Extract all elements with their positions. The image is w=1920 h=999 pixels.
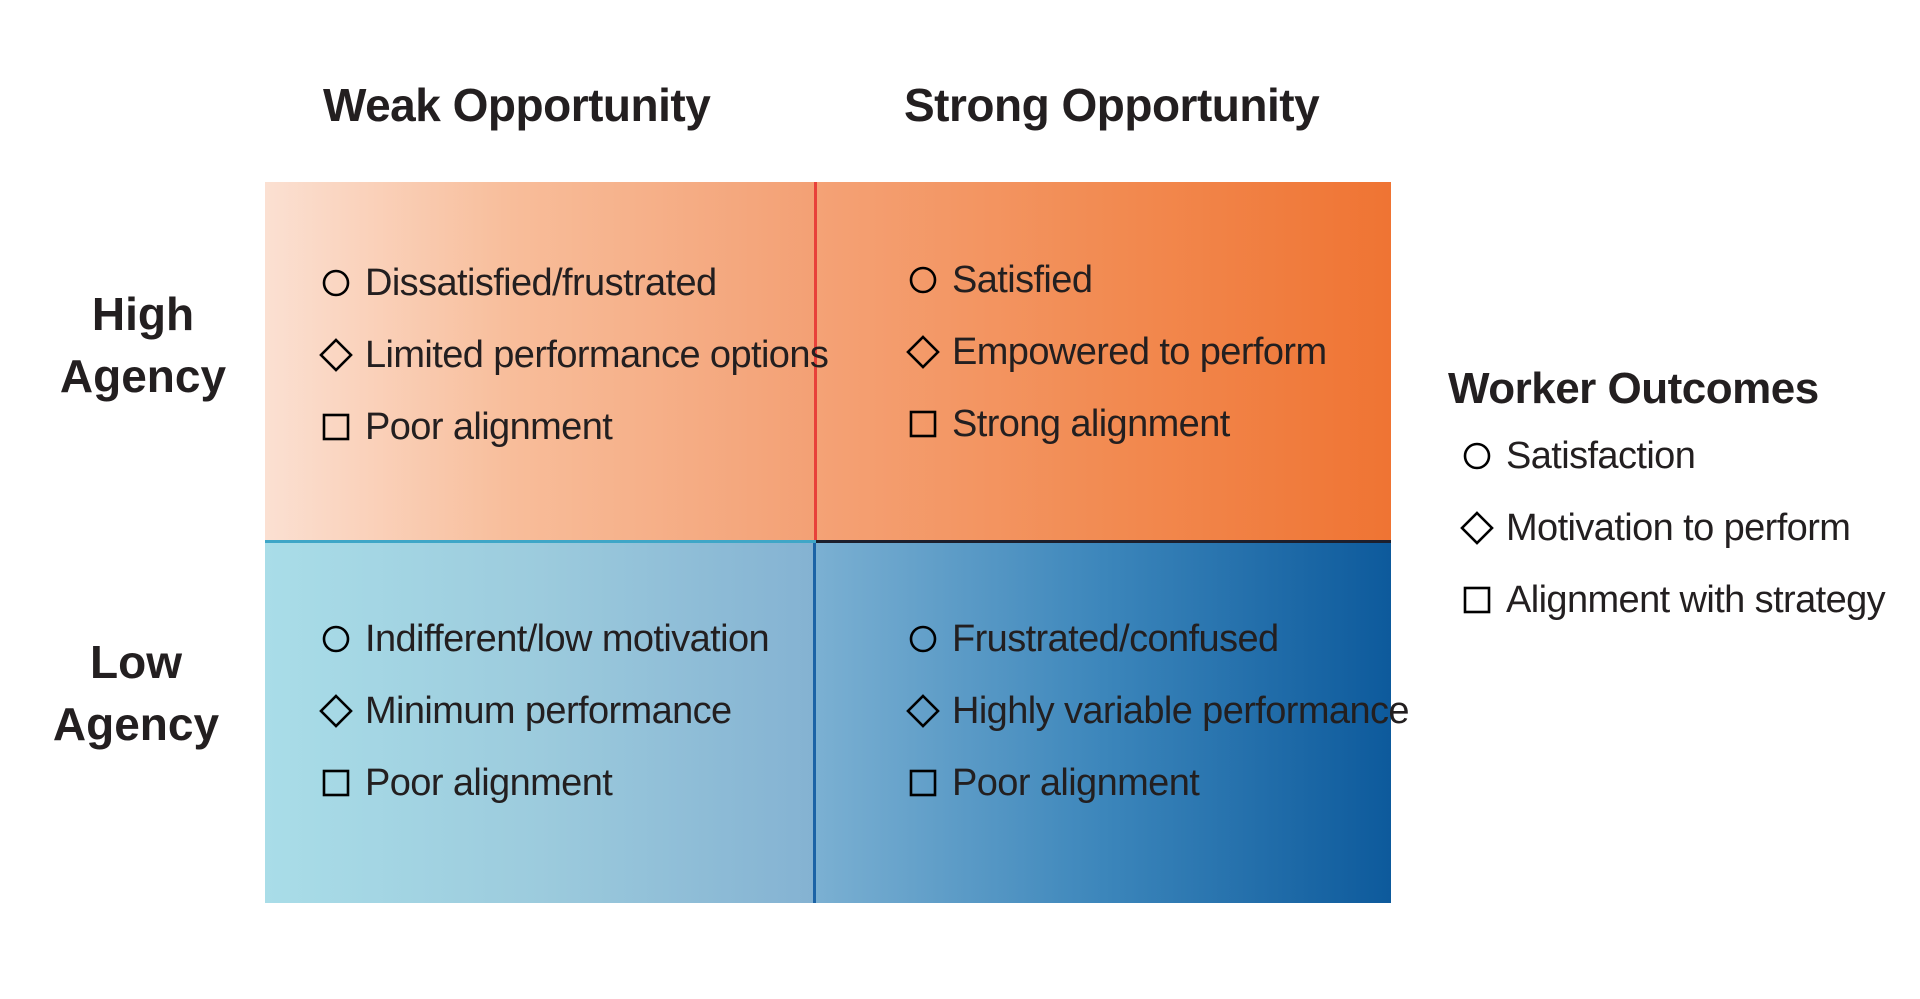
row-header-high-line-1: High	[91, 288, 195, 340]
row-header-high-line-2: Agency	[59, 350, 227, 402]
outcome-item-text: Poor alignment	[365, 761, 613, 804]
outcome-item: Motivation to perform	[1460, 492, 1885, 564]
square-marker-icon	[319, 410, 353, 444]
column-header-weak-opportunity: Weak Opportunity	[323, 79, 711, 131]
horizontal-divider-right	[816, 540, 1391, 543]
outcome-item-text: Satisfied	[952, 258, 1093, 301]
vertical-divider-bottom	[813, 542, 816, 903]
outcome-item: Satisfied	[906, 244, 1327, 316]
square-marker-icon	[906, 766, 940, 800]
row-header-low-line-2: Agency	[52, 698, 220, 750]
quadrant-high-agency-weak-opportunity	[265, 182, 816, 542]
row-header-high-agency: High Agency	[43, 283, 243, 407]
circle-marker-icon	[906, 263, 940, 297]
outcome-item: Poor alignment	[319, 747, 769, 819]
diamond-marker-icon	[319, 338, 353, 372]
circle-marker-icon	[1460, 439, 1494, 473]
legend-title: Worker Outcomes	[1448, 364, 1819, 413]
outcome-item: Limited performance options	[319, 319, 829, 391]
outcome-item-text: Poor alignment	[365, 405, 613, 448]
diamond-marker-icon	[319, 694, 353, 728]
outcome-item: Poor alignment	[319, 391, 828, 463]
outcome-item: Empowered to perform	[906, 316, 1327, 388]
outcome-item-text: Satisfaction	[1506, 434, 1696, 477]
circle-marker-icon	[906, 622, 940, 656]
outcome-item-text: Empowered to perform	[952, 330, 1327, 373]
diamond-marker-icon	[906, 335, 940, 369]
outcome-item-text: Highly variable performance	[952, 689, 1410, 732]
outcome-item: Highly variable performance	[906, 675, 1410, 747]
diamond-marker-icon	[906, 694, 940, 728]
row-header-low-agency: Low Agency	[36, 631, 236, 755]
square-marker-icon	[906, 407, 940, 441]
horizontal-divider-left	[265, 540, 816, 543]
outcome-item: Minimum performance	[319, 675, 769, 747]
outcome-item: Strong alignment	[906, 388, 1327, 460]
column-header-strong-opportunity: Strong Opportunity	[904, 79, 1320, 131]
circle-marker-icon	[319, 266, 353, 300]
outcome-item-text: Dissatisfied/frustrated	[365, 261, 717, 304]
square-marker-icon	[1460, 583, 1494, 617]
row-header-low-line-1: Low	[90, 636, 182, 688]
outcome-item-text: Minimum performance	[365, 689, 732, 732]
outcome-item: Indifferent/low motivation	[319, 603, 770, 675]
outcome-item: Alignment with strategy	[1460, 564, 1886, 636]
outcome-item-text: Motivation to perform	[1506, 506, 1851, 549]
quadrant-low-agency-strong-opportunity	[816, 542, 1391, 903]
diamond-marker-icon	[1460, 511, 1494, 545]
outcome-item-text: Indifferent/low motivation	[365, 617, 770, 660]
outcome-item: Satisfaction	[1460, 420, 1885, 492]
outcome-item-text: Limited performance options	[365, 333, 829, 376]
circle-marker-icon	[319, 622, 353, 656]
outcome-item-text: Alignment with strategy	[1506, 578, 1886, 621]
outcome-item: Dissatisfied/frustrated	[319, 247, 828, 319]
square-marker-icon	[319, 766, 353, 800]
quadrant-high-agency-strong-opportunity	[816, 182, 1391, 542]
quadrant-low-agency-weak-opportunity	[265, 542, 816, 903]
outcome-item-text: Strong alignment	[952, 402, 1230, 445]
vertical-divider-top	[814, 182, 817, 542]
outcome-item: Poor alignment	[906, 747, 1409, 819]
outcome-item: Frustrated/confused	[906, 603, 1409, 675]
outcome-item-text: Poor alignment	[952, 761, 1200, 804]
outcome-item-text: Frustrated/confused	[952, 617, 1279, 660]
